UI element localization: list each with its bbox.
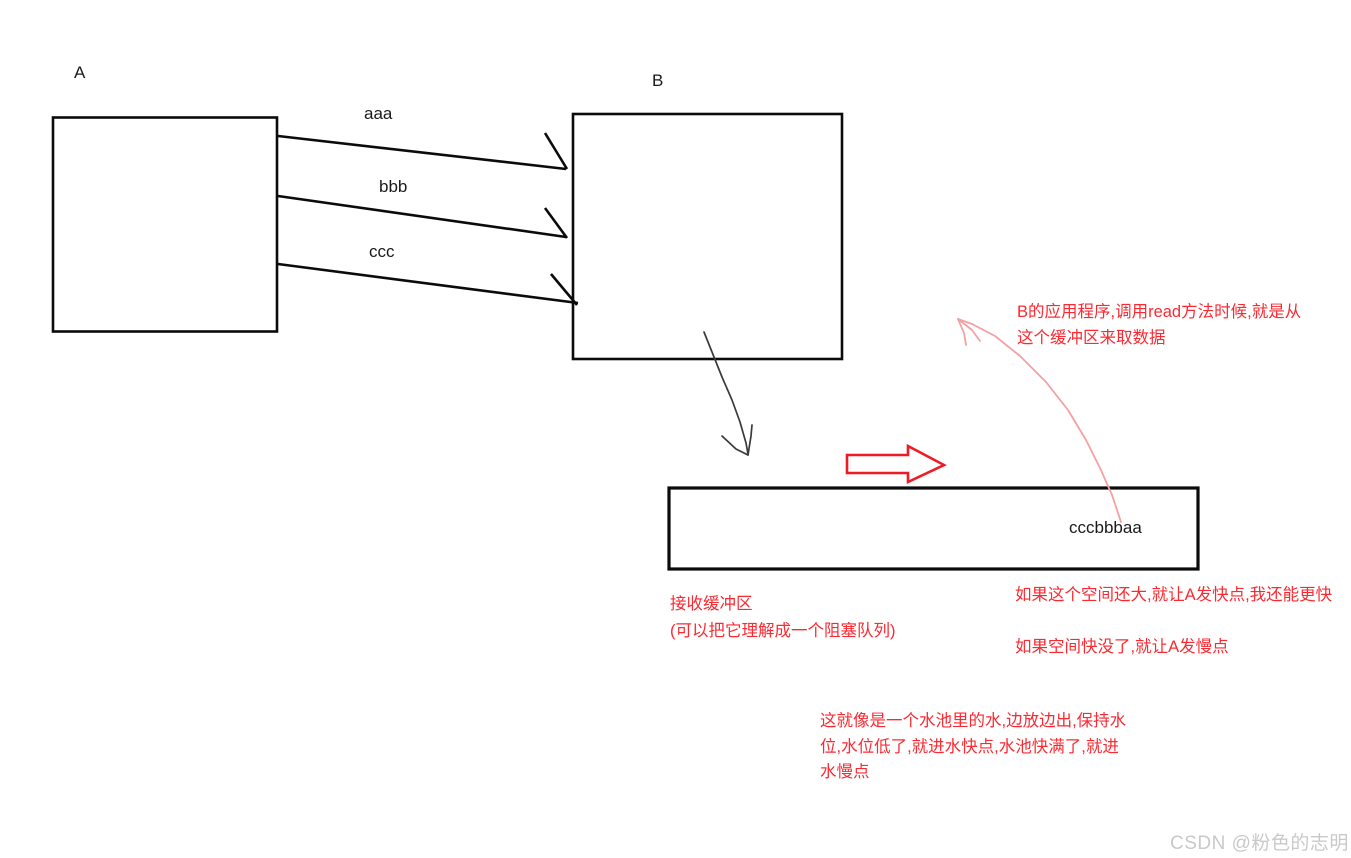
node-a-label: A — [74, 63, 86, 82]
csdn-watermark: CSDN @粉色的志明 — [1170, 833, 1349, 854]
annotation-buffer-subtitle: (可以把它理解成一个阻塞队列) — [670, 622, 896, 640]
annotation-pool-analogy: 这就像是一个水池里的水,边放边出,保持水位,水位低了,就进水快点,水池快满了,就… — [820, 712, 1127, 782]
annotation-flow-slow: 如果空间快没了,就让A发慢点 — [1015, 638, 1229, 656]
message-label-ccc: ccc — [369, 242, 395, 261]
handdrawn-arrow-b-to-buffer — [703, 331, 753, 456]
message-line-aaa — [277, 132, 569, 171]
annotation-read-note: B的应用程序,调用read方法时候,就是从这个缓冲区来取数据 — [1017, 303, 1302, 347]
message-label-aaa: aaa — [364, 104, 393, 123]
node-b-label: B — [652, 71, 664, 90]
message-line-bbb — [277, 194, 569, 239]
buffer-content-label: cccbbbaa — [1069, 518, 1142, 537]
message-line-ccc — [277, 262, 579, 306]
annotation-buffer-title: 接收缓冲区 — [670, 595, 753, 613]
message-label-bbb: bbb — [379, 177, 408, 196]
annotation-flow-fast: 如果这个空间还大,就让A发快点,我还能更快 — [1015, 586, 1333, 604]
node-b-rect — [571, 112, 844, 361]
node-a-rect — [51, 116, 279, 333]
red-block-arrow — [845, 443, 947, 485]
